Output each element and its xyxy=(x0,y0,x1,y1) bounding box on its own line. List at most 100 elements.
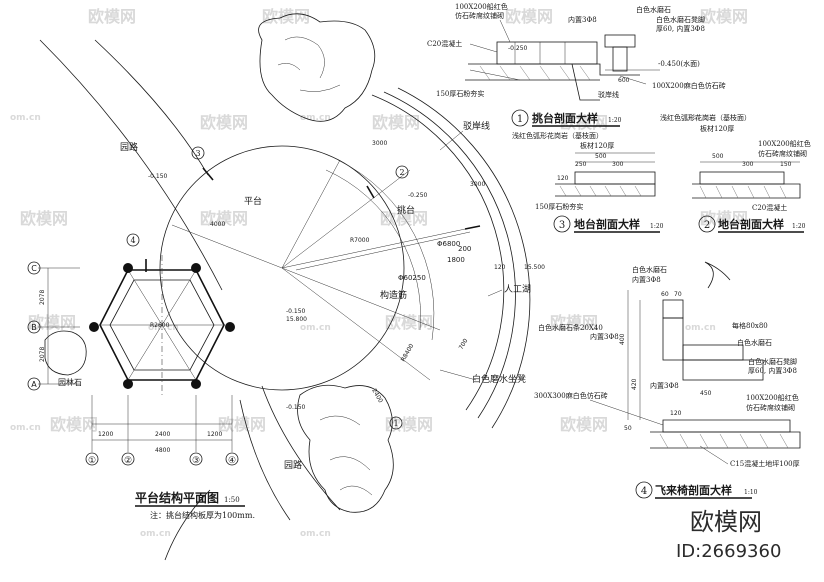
hatch xyxy=(619,185,627,197)
hatch xyxy=(719,433,729,449)
leader-line xyxy=(487,289,503,297)
base-layer xyxy=(692,183,801,199)
hatch xyxy=(469,69,521,81)
label-cantilever: 挑台 xyxy=(397,204,415,216)
watermark-site: 欧模网 xyxy=(560,415,608,434)
watermark-site: 欧模网 xyxy=(50,415,98,434)
road-edge-inner xyxy=(94,39,209,176)
s4-dim: 400 xyxy=(619,333,626,345)
hatch xyxy=(479,65,491,81)
label-lake: 人工湖 xyxy=(504,284,531,295)
plan-title: 平台结构平面图 xyxy=(135,490,219,505)
elevation: 15.800 xyxy=(286,316,307,323)
section-cut-mark xyxy=(366,185,375,199)
s4-dim: 50 xyxy=(624,425,632,432)
s1-label: 白色水磨石 xyxy=(636,5,671,14)
dimension: 4000 xyxy=(210,221,225,228)
leader-line xyxy=(439,369,477,381)
axis-label: A xyxy=(31,380,37,389)
s1-label: 厚60, 内置3Φ8 xyxy=(656,24,705,33)
hatch xyxy=(759,433,769,449)
hatch xyxy=(731,185,739,199)
bench-leg xyxy=(612,46,628,72)
rock-bottom xyxy=(297,384,394,513)
dimension: 3000 xyxy=(372,140,387,147)
s3-dim: 250 xyxy=(575,161,587,168)
column xyxy=(191,263,201,273)
watermark-site: 欧模网 xyxy=(20,209,68,228)
s4-label: 内置3Φ8 xyxy=(650,381,679,390)
section-4: 白色水磨石 内置3Φ8 白色水磨石条20X40 内置3Φ8 每格80x80 白色… xyxy=(534,261,801,499)
road-edge-lower xyxy=(164,489,211,561)
hatch xyxy=(559,65,571,81)
section-bubble xyxy=(553,215,571,233)
column xyxy=(89,322,99,332)
s3-dim: 500 xyxy=(595,153,607,160)
label-structure-beam: 构造筋 xyxy=(380,289,407,301)
hatch xyxy=(779,185,787,199)
s4-dim: 60 xyxy=(661,291,669,298)
section-number: 2 xyxy=(704,220,710,231)
axis-bubble xyxy=(27,377,41,391)
s1-label: 内置3Φ8 xyxy=(568,15,597,24)
label-shore-line: 驳岸线 xyxy=(463,120,490,132)
column xyxy=(123,379,133,389)
axis-label: ② xyxy=(124,456,132,466)
callout-number: 1 xyxy=(393,419,398,428)
dimension: Φ60250 xyxy=(398,274,426,282)
watermark-domain: om.cn xyxy=(300,323,331,333)
hatch xyxy=(574,185,582,197)
watermark-layer: 欧模网 欧模网 欧模网 欧模网 欧模网 欧模网 欧模网 欧模网 欧模网 欧模网 … xyxy=(10,7,748,539)
s4-dim: 120 xyxy=(670,410,682,417)
axis-label: ③ xyxy=(192,456,200,466)
s4-label: 白色水磨石凳脚 xyxy=(748,357,797,366)
watermark-site: 欧模网 xyxy=(200,113,248,132)
watermark-domain: om.cn xyxy=(148,323,179,333)
leader-line xyxy=(439,130,464,151)
backrest xyxy=(662,299,684,319)
s1-label: 100X200麻白色仿石砖 xyxy=(652,81,726,90)
watermark-site: 欧模网 xyxy=(560,113,608,132)
radial-line xyxy=(295,231,471,271)
s4-label: 白色水磨石 xyxy=(737,338,772,347)
watermark-site: 欧模网 xyxy=(88,7,136,26)
bench-post xyxy=(662,317,684,361)
watermark-domain: om.cn xyxy=(685,113,716,123)
hatch xyxy=(779,433,789,449)
watermark-site: 欧模网 xyxy=(372,113,420,132)
s2-label: 仿石砖席纹铺砌 xyxy=(758,149,807,158)
callout-bubble xyxy=(126,233,140,247)
hatch xyxy=(715,185,723,199)
s1-label: C20混凝土 xyxy=(427,39,462,48)
column xyxy=(123,263,133,273)
dimension: 700 xyxy=(458,337,470,351)
leader-line xyxy=(699,445,729,465)
leader-line xyxy=(619,75,647,85)
hatch xyxy=(499,65,511,81)
watermark-site: 欧模网 xyxy=(218,415,266,434)
shore-arc-3 xyxy=(397,87,531,429)
radial-line xyxy=(281,159,341,269)
callout-number: 4 xyxy=(130,236,135,245)
hatch xyxy=(539,65,551,81)
hatch xyxy=(519,65,531,81)
section-title: 飞来椅剖面大样 xyxy=(655,483,732,497)
shore-edge xyxy=(571,63,600,101)
slab-outline xyxy=(468,63,640,76)
label-platform: 平台 xyxy=(244,195,262,207)
hatch xyxy=(604,185,612,197)
s1-label: 白色水磨石凳脚 xyxy=(656,15,705,24)
section-bubble xyxy=(511,109,529,127)
watermark-site: 欧模网 xyxy=(700,7,748,26)
watermark-site: 欧模网 xyxy=(262,7,310,26)
hatch xyxy=(699,433,709,449)
hatch xyxy=(699,185,707,199)
floor-slab xyxy=(662,419,791,433)
rock-top-detail xyxy=(277,36,341,92)
s2-label: C20混凝土 xyxy=(752,203,787,212)
s3-dim: 120 xyxy=(557,175,569,182)
axis-bubble xyxy=(27,261,41,275)
callout-number: 2 xyxy=(399,168,404,177)
radial-line xyxy=(281,267,441,331)
